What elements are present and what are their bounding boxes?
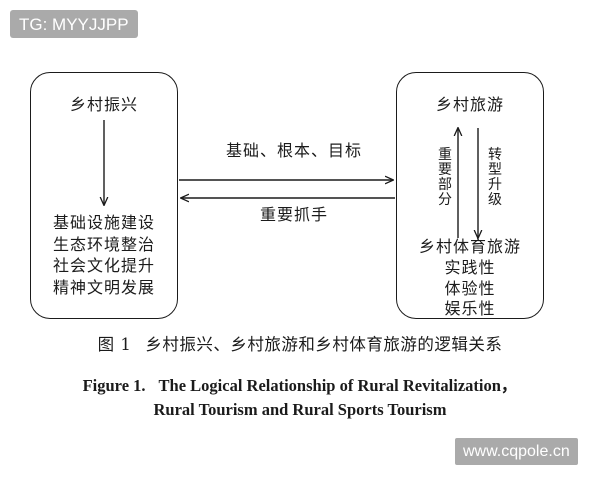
down-arrow-label-char: 型 <box>488 162 503 179</box>
right-box-title: 乡村旅游 <box>435 95 504 114</box>
diagram-canvas: 乡村振兴 基础设施建设 生态环境整治 社会文化提升 精神文明发展 乡村旅游 乡村… <box>0 72 600 330</box>
right-box-item-list: 乡村体育旅游 实践性 体验性 娱乐性 <box>396 237 544 320</box>
rural-revitalization-box <box>30 72 178 319</box>
caption-chinese: 图 1 乡村振兴、乡村旅游和乡村体育旅游的逻辑关系 <box>0 331 600 355</box>
right-box-item: 娱乐性 <box>444 299 496 319</box>
caption-english-line2: Rural Tourism and Rural Sports Tourism <box>153 400 447 419</box>
connector-top-label: 基础、根本、目标 <box>225 141 362 160</box>
left-box-item: 精神文明发展 <box>52 277 155 297</box>
down-arrow-label-char: 升 <box>488 177 503 194</box>
caption-chinese-title: 乡村振兴、乡村旅游和乡村体育旅游的逻辑关系 <box>145 335 503 354</box>
site-watermark-badge: www.cqpole.cn <box>455 438 578 465</box>
down-arrow-label: 转 型 升 级 <box>487 147 504 209</box>
right-box-subtitle: 乡村体育旅游 <box>418 237 521 256</box>
down-arrow-label-char: 级 <box>488 192 503 209</box>
up-arrow-label-char: 分 <box>438 192 453 209</box>
tg-watermark-badge: TG: MYYJJPP <box>10 10 138 38</box>
left-box-item-list: 基础设施建设 生态环境整治 社会文化提升 精神文明发展 <box>30 212 178 298</box>
caption-english-text: The Logical Relationship of Rural Revita… <box>158 376 518 395</box>
up-arrow-label-char: 部 <box>438 177 453 194</box>
down-arrow-label-char: 转 <box>488 147 503 163</box>
left-box-item: 基础设施建设 <box>52 213 155 232</box>
up-arrow-label-char: 重 <box>438 147 453 163</box>
connector-bottom-label: 重要抓手 <box>259 205 328 224</box>
caption-english-number: Figure 1. <box>82 376 146 395</box>
right-box-item: 实践性 <box>444 257 496 277</box>
left-box-item: 生态环境整治 <box>52 234 155 254</box>
right-box-item: 体验性 <box>444 278 496 298</box>
caption-chinese-number: 图 1 <box>97 335 132 354</box>
caption-english-line1: Figure 1. The Logical Relationship of Rur… <box>0 372 600 396</box>
rural-tourism-box <box>396 72 544 319</box>
diagram-arrows <box>0 120 600 330</box>
up-arrow-label-char: 要 <box>438 162 453 179</box>
left-box-item: 社会文化提升 <box>52 256 155 276</box>
left-box-title: 乡村振兴 <box>69 95 138 114</box>
up-arrow-label: 重 要 部 分 <box>437 147 454 209</box>
